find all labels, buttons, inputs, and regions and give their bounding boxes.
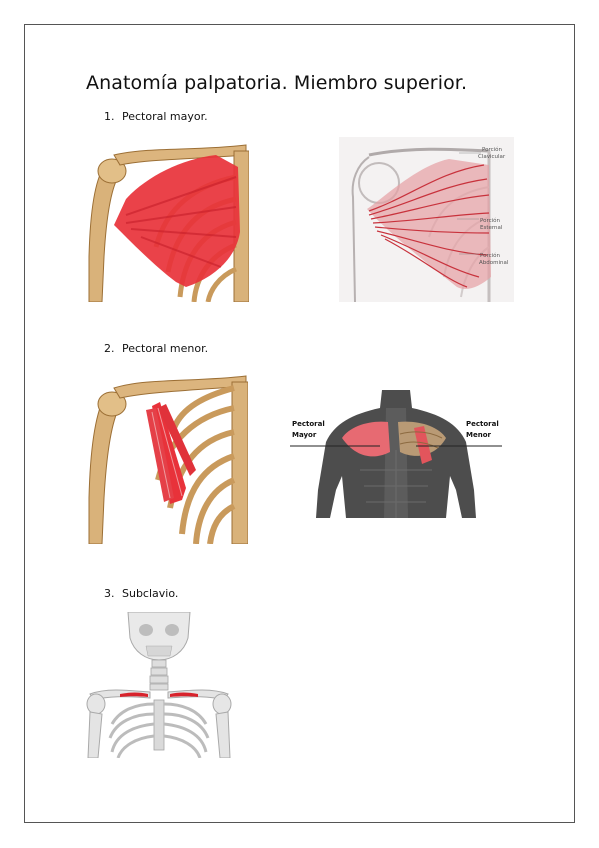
torso-diagram: Pectoral Mayor Pectoral Menor	[290, 390, 502, 518]
section-number: 1.	[104, 110, 115, 123]
label-porcion-clavicular-1: Porción	[482, 146, 503, 153]
section-number: 3.	[104, 587, 115, 600]
label-pectoral-menor-2: Menor	[466, 431, 492, 439]
section-heading-pectoral-menor: 2. Pectoral menor.	[104, 342, 208, 355]
label-porcion-esternal-2: Esternal	[480, 225, 503, 231]
pectoral-mayor-sketch: Porción Clavicular Porción Esternal Porc…	[339, 137, 514, 302]
section-label: Subclavio.	[122, 587, 179, 600]
label-pectoral-menor-1: Pectoral	[466, 420, 499, 428]
section-label: Pectoral mayor.	[122, 110, 208, 123]
label-porcion-abdominal-1: Porción	[480, 252, 501, 259]
document-title: Anatomía palpatoria. Miembro superior.	[86, 72, 468, 94]
label-porcion-esternal-1: Porción	[480, 217, 501, 224]
section-heading-subclavio: 3. Subclavio.	[104, 587, 178, 600]
subclavio-skeleton	[86, 612, 232, 758]
label-porcion-clavicular-2: Clavicular	[478, 154, 506, 160]
label-porcion-abdominal-2: Abdominal	[479, 260, 509, 266]
pectoral-mayor-illustration	[86, 137, 249, 302]
label-pectoral-mayor-2: Mayor	[292, 431, 317, 439]
pectoral-menor-illustration	[86, 368, 248, 544]
section-number: 2.	[104, 342, 115, 355]
section-label: Pectoral menor.	[122, 342, 209, 355]
section-heading-pectoral-mayor: 1. Pectoral mayor.	[104, 110, 208, 123]
label-pectoral-mayor-1: Pectoral	[292, 420, 325, 428]
